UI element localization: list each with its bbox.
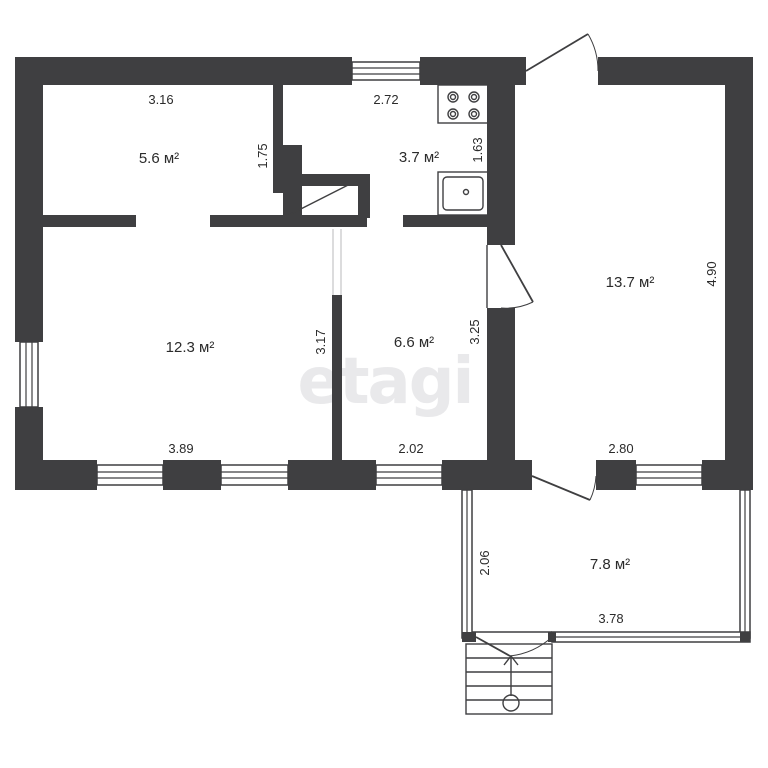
watermark: etagi <box>298 345 473 419</box>
window-left <box>19 341 39 408</box>
exterior-walls <box>15 57 753 490</box>
dim-room-a-width: 3.16 <box>148 92 173 107</box>
dim-kitchen-width: 2.72 <box>373 92 398 107</box>
dim-veranda-height: 2.06 <box>477 550 492 575</box>
stove-icon <box>437 84 489 124</box>
window-bottom-2 <box>220 464 289 486</box>
window-bottom-4 <box>635 464 703 486</box>
room-b-area: 12.3 м² <box>166 339 215 356</box>
dim-kitchen-height: 1.63 <box>470 137 485 162</box>
window-bottom-1 <box>96 464 164 486</box>
door-veranda <box>531 475 597 501</box>
entrance-steps <box>465 643 553 715</box>
door-room-c <box>486 244 534 309</box>
dim-room-b-height: 3.17 <box>313 329 328 354</box>
door-veranda-exit <box>475 636 553 657</box>
partition-opening <box>332 229 342 295</box>
window-top <box>351 61 421 81</box>
dim-room-d-height: 3.25 <box>467 319 482 344</box>
dim-room-a-height: 1.75 <box>255 143 270 168</box>
room-c-area: 13.7 м² <box>606 274 655 291</box>
area-labels: 5.6 м² 3.7 м² 13.7 м² 12.3 м² 6.6 м² 7.8… <box>139 149 655 573</box>
sink-icon <box>437 171 489 216</box>
interior-walls <box>43 85 515 490</box>
dim-room-d-width: 2.02 <box>398 441 423 456</box>
dim-room-c-height: 4.90 <box>704 261 719 286</box>
window-bottom-3 <box>375 464 443 486</box>
dimension-labels: 3.16 1.75 2.72 1.63 4.90 2.80 3.17 3.89 … <box>148 92 719 626</box>
dim-veranda-width: 3.78 <box>598 611 623 626</box>
room-a-area: 5.6 м² <box>139 150 179 167</box>
dim-room-b-width: 3.89 <box>168 441 193 456</box>
dim-room-c-width: 2.80 <box>608 441 633 456</box>
kitchen-area: 3.7 м² <box>399 149 439 166</box>
veranda-walls <box>461 489 751 643</box>
veranda-area: 7.8 м² <box>590 556 630 573</box>
door-entrance-top <box>525 33 599 72</box>
room-d-area: 6.6 м² <box>394 334 434 351</box>
